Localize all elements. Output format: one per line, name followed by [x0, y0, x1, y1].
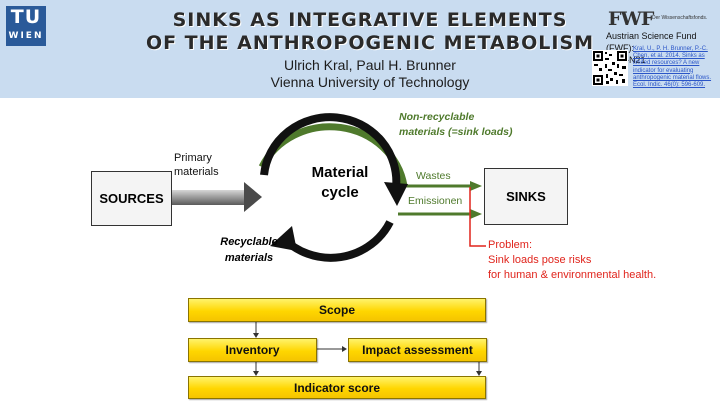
- inventory-box: Inventory: [188, 338, 317, 362]
- title-line-1: SINKS AS INTEGRATIVE ELEMENTS: [172, 9, 568, 31]
- sinks-box: SINKS: [484, 168, 568, 225]
- problem-line-1: Problem:: [488, 239, 533, 251]
- primary-line-2: materials: [174, 166, 219, 178]
- wastes-label: Wastes: [416, 170, 451, 182]
- authors: Ulrich Kral, Paul H. Brunner: [284, 57, 456, 73]
- fwf-line-1: Austrian Science Fund (FWF):: [606, 31, 697, 53]
- recyclable-line-1: Recyclable: [220, 236, 278, 248]
- non-recyclable-label: Non-recyclable materials (=sink loads): [399, 110, 513, 140]
- primary-materials-label: Primary materials: [174, 151, 219, 179]
- cycle-arc-upper: [260, 113, 401, 189]
- affiliation: Vienna University of Technology: [270, 74, 470, 90]
- material-cycle-label: Material cycle: [290, 163, 390, 203]
- reference-link[interactable]: Kral, U., P. H. Brunner, P.-C. Chen, et …: [633, 46, 712, 89]
- emissions-arrow-head: [470, 209, 482, 219]
- impact-to-indicator-arrow: [476, 371, 482, 376]
- emissionen-label: Emissionen: [408, 195, 463, 207]
- recyclable-label: Recyclable materials: [204, 234, 294, 266]
- sources-box: SOURCES: [91, 171, 172, 226]
- primary-materials-arrow-body: [171, 190, 245, 205]
- scope-box: Scope: [188, 298, 486, 322]
- header-banner: TU WIEN SINKS AS INTEGRATIVE ELEMENTS OF…: [0, 0, 720, 98]
- problem-line-2: Sink loads pose risks: [488, 254, 592, 266]
- fwf-tagline: Der Wissenschaftsfonds.: [652, 15, 708, 21]
- tu-wien-logo: TU WIEN: [6, 6, 46, 46]
- scope-to-inventory-arrow: [253, 333, 259, 338]
- wastes-arrow-head: [470, 181, 482, 191]
- logo-top-text: TU: [10, 6, 42, 28]
- material-cycle-line-2: cycle: [321, 184, 359, 201]
- logo-bottom-text: WIEN: [8, 31, 44, 41]
- indicator-score-box: Indicator score: [188, 376, 486, 399]
- cycle-arrow-head-left: [270, 226, 297, 251]
- inventory-to-impact-arrow: [342, 346, 347, 352]
- problem-line-3: for human & environmental health.: [488, 269, 657, 281]
- problem-statement: Problem: Sink loads pose risks for human…: [488, 238, 656, 283]
- inventory-to-indicator-arrow: [253, 371, 259, 376]
- problem-bracket-line: [469, 187, 486, 247]
- impact-assessment-box: Impact assessment: [348, 338, 487, 362]
- recyclable-line-2: materials: [224, 252, 274, 264]
- material-cycle-line-1: Material: [311, 164, 369, 181]
- primary-materials-arrow-head: [244, 182, 262, 212]
- primary-line-1: Primary: [174, 152, 212, 164]
- non-recyclable-line-1: Non-recyclable: [399, 111, 475, 123]
- qr-code-icon: [592, 50, 628, 86]
- title-line-2: OF THE ANTHROPOGENIC METABOLISM: [145, 32, 595, 54]
- fwf-logo: FWF: [608, 8, 654, 30]
- cycle-arc-lower: [280, 220, 394, 262]
- non-recyclable-line-2: materials (=sink loads): [399, 126, 513, 138]
- cycle-arrow-head-right: [384, 182, 408, 206]
